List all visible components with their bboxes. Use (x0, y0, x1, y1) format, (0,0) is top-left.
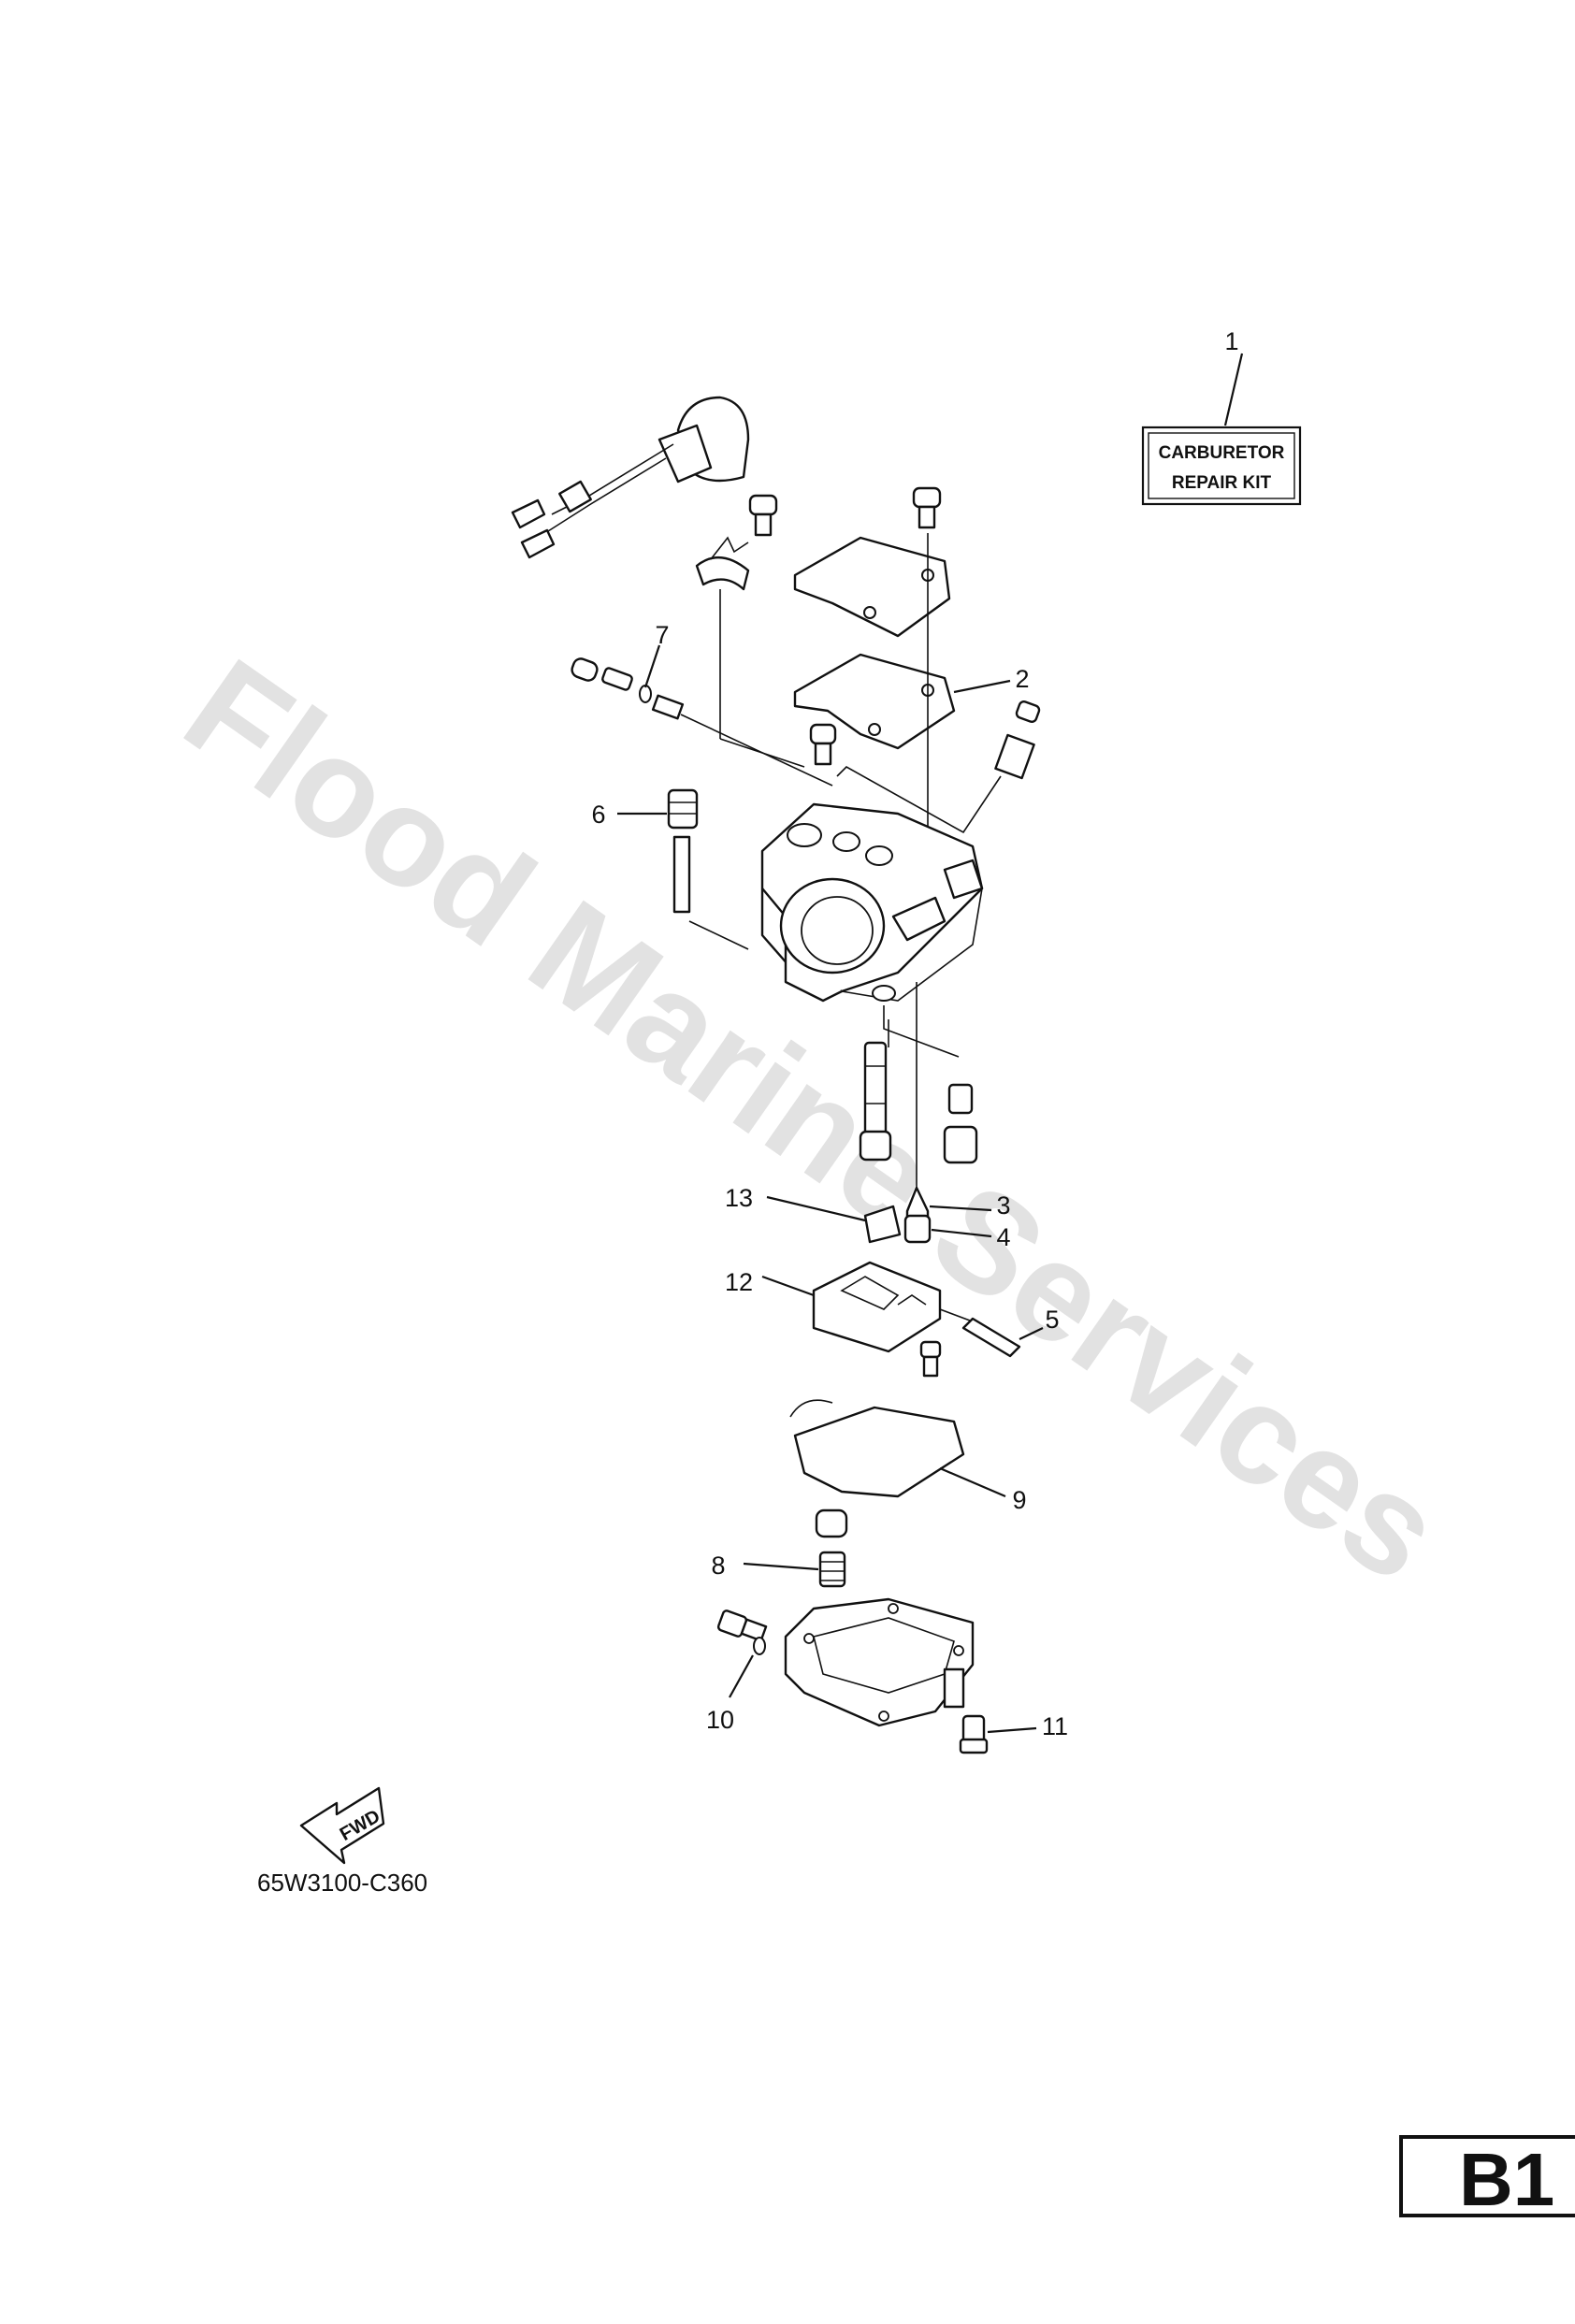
choke-knob-assembly (511, 396, 750, 559)
center-screw (809, 723, 837, 745)
air-screw-assembly (571, 644, 833, 787)
page-tag-text: B1 (1459, 2138, 1554, 2221)
float-part-12 (761, 1261, 942, 1353)
spring-part-8 (743, 1551, 846, 1588)
pilot-jet-part-6 (617, 788, 749, 950)
callout-2: 2 (1015, 665, 1029, 693)
carburetor-body (760, 802, 984, 1003)
callout-12: 12 (725, 1268, 753, 1296)
throttle-stop-screw (836, 700, 1041, 834)
top-screws (748, 486, 942, 537)
callout-8: 8 (711, 1552, 725, 1580)
callout-13: 13 (725, 1184, 753, 1212)
clip-part-13 (766, 1195, 902, 1244)
callout-5: 5 (1045, 1306, 1059, 1334)
gasket-part-2 (793, 653, 1011, 750)
callout-7: 7 (655, 621, 669, 649)
callout-labels: 1 2 3 4 5 6 7 8 9 10 11 12 13 (591, 327, 1238, 1740)
forward-arrow-icon: FWD (299, 1786, 385, 1865)
float-bowl-gasket-part-9 (789, 1399, 1006, 1498)
bracket-clip-icon (695, 556, 750, 591)
kit-label-line2: REPAIR KIT (1172, 473, 1272, 493)
drain-screw-part-10 (716, 1609, 768, 1698)
spacer (815, 1508, 848, 1538)
cover-plate (793, 536, 951, 638)
drawing-code: 65W3100-C360 (257, 1869, 427, 1897)
kit-label-line1: CARBURETOR (1159, 443, 1285, 463)
page-tag: B1 (1399, 2135, 1575, 2221)
callout-9: 9 (1012, 1486, 1026, 1514)
main-jet (943, 1083, 978, 1164)
needle-seat-part-4 (903, 1214, 992, 1244)
carburetor-repair-kit-box: CARBURETOR REPAIR KIT (1141, 353, 1302, 506)
bolt-part-11 (959, 1714, 1037, 1754)
float-pin-part-5 (961, 1317, 1044, 1358)
callout-6: 6 (591, 801, 605, 829)
float-screw (919, 1340, 942, 1359)
callout-4: 4 (996, 1223, 1010, 1251)
callout-1: 1 (1224, 327, 1238, 355)
callout-11: 11 (1042, 1712, 1068, 1740)
main-nozzle (859, 1041, 892, 1162)
float-bowl (784, 1597, 975, 1727)
callout-3: 3 (996, 1191, 1010, 1220)
callout-10: 10 (706, 1706, 734, 1734)
